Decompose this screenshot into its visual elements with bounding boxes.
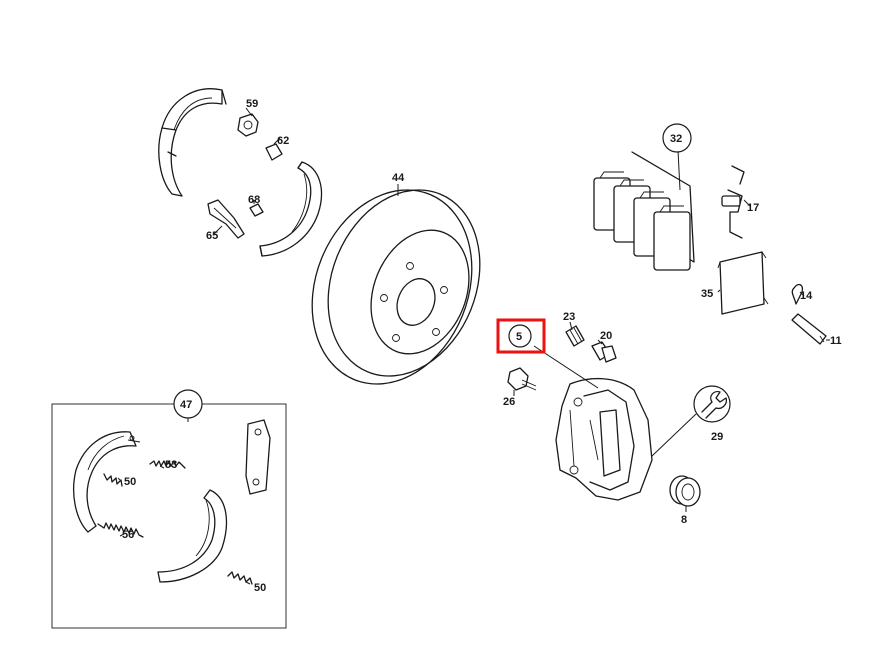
- callout-8[interactable]: 8: [681, 514, 687, 526]
- caliper-bolt-26[interactable]: [507, 367, 537, 391]
- brake-pad-set-32[interactable]: [593, 151, 695, 271]
- bleeder-screw-20[interactable]: [591, 341, 617, 363]
- spring-50-a[interactable]: [103, 473, 123, 487]
- callout-label-14: 14: [800, 290, 813, 302]
- callout-label-11: 11: [830, 335, 842, 347]
- shim-35[interactable]: [717, 251, 769, 315]
- callout-label-65: 65: [206, 230, 218, 242]
- callout-label-47: 47: [180, 399, 192, 411]
- spring-56[interactable]: [97, 522, 144, 538]
- callout-label-5: 5: [516, 331, 522, 343]
- highlight-box: [496, 318, 546, 354]
- parking-brake-kit-box-47: [51, 403, 287, 629]
- callout-11[interactable]: 11: [830, 335, 842, 347]
- callout-29[interactable]: 29: [711, 431, 723, 443]
- callout-62[interactable]: 62: [277, 135, 289, 147]
- pin-68[interactable]: [249, 203, 264, 217]
- spring-clip-14[interactable]: [791, 283, 804, 305]
- kit-brake-shoe-a[interactable]: [73, 431, 141, 533]
- seal-ring-8[interactable]: [669, 475, 701, 507]
- parking-brake-shoe-lower[interactable]: [259, 161, 323, 257]
- callout-35[interactable]: 35: [701, 288, 713, 300]
- callout-label-62: 62: [277, 135, 289, 147]
- parking-brake-shoe-upper[interactable]: [158, 88, 227, 197]
- adjuster-nut-59[interactable]: [237, 113, 259, 137]
- spring-53[interactable]: [149, 460, 186, 469]
- callout-label-50-b: 50: [254, 582, 266, 594]
- lever-65[interactable]: [207, 199, 245, 239]
- callout-56[interactable]: 56: [122, 529, 134, 541]
- callout-26[interactable]: 26: [503, 396, 515, 408]
- guide-pin-11[interactable]: [791, 313, 827, 345]
- plug-62[interactable]: [265, 143, 283, 161]
- callout-53[interactable]: 53: [165, 459, 177, 471]
- callout-label-50-a: 50: [124, 476, 136, 488]
- callout-label-17: 17: [747, 202, 759, 214]
- kit-brake-shoe-b[interactable]: [157, 489, 228, 583]
- callout-59[interactable]: 59: [246, 98, 258, 110]
- callout-23[interactable]: 23: [563, 311, 575, 323]
- callout-17[interactable]: 17: [747, 202, 759, 214]
- brake-disc-44[interactable]: [284, 166, 507, 408]
- callout-label-26: 26: [503, 396, 515, 408]
- callout-label-53: 53: [165, 459, 177, 471]
- spring-50-b[interactable]: [227, 571, 253, 585]
- callout-label-44: 44: [392, 172, 405, 184]
- wrench-icon: [693, 385, 731, 423]
- callout-68[interactable]: 68: [248, 194, 260, 206]
- callout-50-b[interactable]: 50: [254, 582, 266, 594]
- kit-plate[interactable]: [245, 419, 271, 495]
- callout-label-35: 35: [701, 288, 713, 300]
- callout-label-56: 56: [122, 529, 134, 541]
- callout-label-29: 29: [711, 431, 723, 443]
- callout-label-20: 20: [600, 330, 612, 342]
- callout-20[interactable]: 20: [600, 330, 612, 342]
- callout-14[interactable]: 14: [800, 290, 813, 302]
- callout-label-68: 68: [248, 194, 260, 206]
- callout-32[interactable]: 32: [662, 123, 692, 153]
- callout-5-highlighted[interactable]: 5: [496, 318, 546, 354]
- callout-label-59: 59: [246, 98, 258, 110]
- callout-47[interactable]: 47: [173, 389, 203, 419]
- bleeder-cap-23[interactable]: [565, 325, 585, 347]
- callout-50-a[interactable]: 50: [124, 476, 136, 488]
- callout-label-32: 32: [670, 133, 682, 145]
- callout-label-8: 8: [681, 514, 687, 526]
- leader-lines: [117, 107, 830, 585]
- callout-44[interactable]: 44: [392, 172, 405, 184]
- callout-label-23: 23: [563, 311, 575, 323]
- callout-65[interactable]: 65: [206, 230, 218, 242]
- brake-caliper[interactable]: [555, 377, 653, 501]
- anti-rattle-clip-17[interactable]: [721, 165, 745, 239]
